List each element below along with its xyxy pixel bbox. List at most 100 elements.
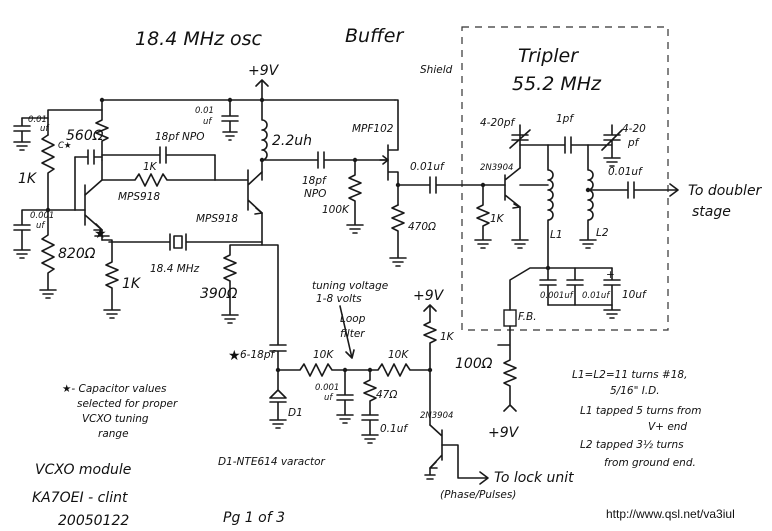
svg-text:stage: stage	[692, 204, 731, 220]
svg-text:100K: 100K	[322, 204, 350, 216]
svg-text:2N3904: 2N3904	[420, 411, 453, 421]
svg-text:0.1uf: 0.1uf	[380, 423, 409, 435]
svg-text:To doubler: To doubler	[688, 183, 763, 199]
svg-text:1-8 volts: 1-8 volts	[316, 293, 362, 305]
buffer-output-cap: 0.01uf	[397, 161, 506, 194]
svg-text:selected for proper: selected for proper	[77, 398, 178, 410]
lock-driver: +9V 1K 2N3904 To lock unit (Phase/Pulses…	[413, 288, 574, 501]
svg-text:MPS918: MPS918	[118, 191, 160, 203]
tripler-title: Tripler	[518, 45, 579, 67]
svg-text:Loop: Loop	[340, 313, 366, 325]
svg-text:0.01: 0.01	[195, 106, 214, 116]
svg-text:1K: 1K	[490, 213, 505, 225]
capacitor-note: ★- Capacitor values selected for proper …	[62, 383, 178, 440]
svg-text:from ground end.: from ground end.	[604, 457, 696, 469]
q2-mps918: MPS918 390Ω	[196, 169, 263, 324]
svg-text:L1 tapped 5 turns from: L1 tapped 5 turns from	[580, 405, 701, 417]
svg-text:uf: uf	[203, 117, 213, 127]
svg-text:L1: L1	[550, 229, 563, 241]
svg-text:L1=L2=11 turns #18,: L1=L2=11 turns #18,	[572, 369, 687, 381]
svg-text:10K: 10K	[313, 349, 334, 361]
shield-box	[461, 26, 669, 331]
collector-network: 560Ω C★	[58, 99, 109, 211]
q1-mps918: MPS918 ★	[74, 159, 160, 242]
svg-text:pf: pf	[627, 137, 641, 149]
svg-text:C★: C★	[58, 141, 72, 151]
svg-text:★: ★	[94, 226, 107, 242]
buffer-coupling: 18pf NPO 100K	[261, 151, 389, 234]
loop-filter: 10K 10K 0.001 uf 47Ω 0.1uf tuning voltag…	[277, 280, 431, 444]
svg-text:1K: 1K	[122, 276, 142, 292]
svg-text:4-20: 4-20	[622, 123, 646, 135]
svg-text:(Phase/Pulses): (Phase/Pulses)	[440, 489, 516, 501]
svg-text:0.01uf: 0.01uf	[410, 161, 446, 173]
svg-text:tuning voltage: tuning voltage	[312, 280, 388, 292]
svg-text:18pf: 18pf	[302, 175, 328, 187]
source-url: http://www.qsl.net/va3iul	[606, 507, 735, 521]
tripler-freq: 55.2 MHz	[512, 73, 602, 95]
svg-text:100Ω: 100Ω	[455, 356, 493, 372]
svg-text:★: ★	[228, 348, 241, 364]
tripler-tank: 4-20pf 1pf L1 L2 4-20 pf	[480, 113, 646, 269]
svg-text:18pf NPO: 18pf NPO	[155, 131, 205, 143]
q3-mpf102: MPF102 470Ω	[352, 99, 436, 267]
svg-text:uf: uf	[324, 393, 334, 403]
svg-text:560Ω: 560Ω	[66, 128, 104, 144]
svg-text:V+ end: V+ end	[648, 421, 687, 433]
svg-text:5/16" I.D.: 5/16" I.D.	[610, 385, 660, 397]
svg-text:470Ω: 470Ω	[408, 221, 436, 233]
svg-text:L2 tapped 3½ turns: L2 tapped 3½ turns	[580, 439, 684, 451]
left-bias-network: 0.01 uf 1K 0.001 uf 820Ω	[13, 109, 103, 299]
drawing-date: 20050122	[58, 513, 129, 529]
svg-text:6-18pf: 6-18pf	[240, 349, 276, 361]
svg-text:D1: D1	[288, 407, 303, 419]
svg-text:★- Capacitor values: ★- Capacitor values	[62, 383, 167, 395]
svg-text:2.2uh: 2.2uh	[272, 133, 312, 149]
feedback-network: 18pf NPO 1K	[101, 131, 216, 187]
svg-text:+: +	[606, 269, 615, 281]
tripler-supply: F.B. 100Ω +9V	[455, 267, 549, 441]
vplus-top-rail: +9V	[99, 63, 396, 103]
svg-text:VCXO tuning: VCXO tuning	[82, 413, 149, 425]
q4-2n3904: 2N3904 1K	[474, 163, 529, 249]
svg-text:1K: 1K	[440, 331, 455, 343]
svg-text:+9V: +9V	[488, 425, 520, 441]
svg-text:1K: 1K	[18, 171, 38, 187]
svg-text:47Ω: 47Ω	[376, 389, 397, 401]
svg-text:uf: uf	[40, 124, 50, 134]
svg-text:MPS918: MPS918	[196, 213, 238, 225]
svg-text:18.4 MHz: 18.4 MHz	[150, 263, 200, 275]
svg-text:1K: 1K	[143, 161, 158, 173]
svg-text:0.001uf: 0.001uf	[540, 291, 575, 301]
svg-text:10uf: 10uf	[622, 289, 648, 301]
svg-text:filter: filter	[340, 328, 365, 340]
coil-note: L1=L2=11 turns #18, 5/16" I.D. L1 tapped…	[572, 369, 701, 469]
svg-text:To lock unit: To lock unit	[494, 470, 574, 486]
svg-text:+9V: +9V	[248, 63, 280, 79]
svg-text:MPF102: MPF102	[352, 123, 394, 135]
svg-text:L2: L2	[596, 227, 609, 239]
buffer-title: Buffer	[345, 25, 404, 47]
svg-text:820Ω: 820Ω	[58, 246, 96, 262]
tripler-output-cap: 0.01uf To doubler stage	[585, 166, 763, 220]
svg-text:10K: 10K	[388, 349, 409, 361]
varactor-section: 6-18pf ★ D1	[228, 244, 303, 429]
svg-text:0.01: 0.01	[28, 115, 47, 125]
module-label: VCXO module	[35, 462, 131, 478]
crystal-18-4mhz: 18.4 MHz	[108, 233, 263, 275]
author-signature: KA7OEI - clint	[32, 490, 128, 506]
varactor-note: D1-NTE614 varactor	[218, 456, 326, 468]
svg-text:0.001: 0.001	[315, 383, 339, 393]
svg-text:range: range	[98, 428, 129, 440]
svg-text:4-20pf: 4-20pf	[480, 117, 516, 129]
tripler-bypass: 0.001uf 0.01uf 10uf +	[539, 265, 648, 319]
r-emitter-1k: 1K	[101, 239, 142, 319]
svg-text:0.01uf: 0.01uf	[608, 166, 644, 178]
svg-text:NPO: NPO	[304, 188, 326, 200]
svg-text:390Ω: 390Ω	[200, 286, 238, 302]
svg-text:0.01uf: 0.01uf	[582, 291, 611, 301]
page-number: Pg 1 of 3	[223, 510, 285, 526]
svg-text:F.B.: F.B.	[518, 311, 537, 323]
svg-text:1pf: 1pf	[556, 113, 575, 125]
